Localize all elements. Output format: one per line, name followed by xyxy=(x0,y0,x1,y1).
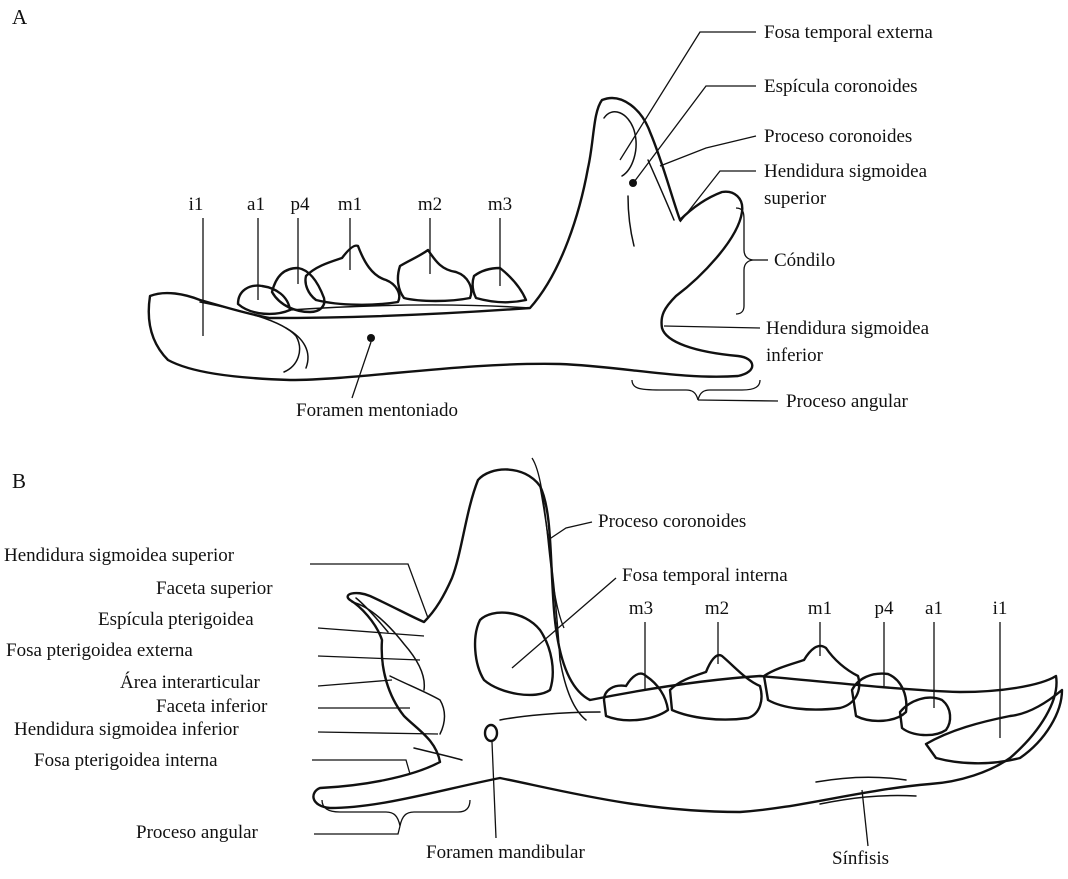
leader-sinfisis xyxy=(862,790,868,846)
label-hendidura-superior-b: Hendidura sigmoidea superior xyxy=(4,545,235,566)
panel-b-tooth-label-m2: m2 xyxy=(705,598,729,619)
label-proceso-coronoides-b: Proceso coronoides xyxy=(598,511,746,532)
leader-hendidura-superior-a xyxy=(680,171,756,222)
label-hendidura-inferior-a-l2: inferior xyxy=(766,345,824,366)
panel-b-symphysis-line-1 xyxy=(816,777,906,782)
label-hendidura-superior-a-l1: Hendidura sigmoidea xyxy=(764,161,928,182)
leader-proceso-coronoides xyxy=(660,136,756,166)
panel-b-symphysis-line-2 xyxy=(820,795,916,804)
panel-a-tooth-label-i1: i1 xyxy=(189,194,204,215)
label-proceso-coronoides: Proceso coronoides xyxy=(764,126,912,147)
label-hendidura-superior-a-l2: superior xyxy=(764,188,827,209)
panel-b: B xyxy=(4,458,1062,869)
label-proceso-angular-b: Proceso angular xyxy=(136,822,259,843)
panel-a: A i1 a1 xyxy=(12,5,933,421)
label-proceso-angular-a: Proceso angular xyxy=(786,391,909,412)
leader-espicula-pterigoidea xyxy=(318,628,424,636)
panel-b-tooth-i1 xyxy=(926,690,1062,763)
panel-b-tooth-m3 xyxy=(604,674,668,721)
panel-b-tooth-label-m1: m1 xyxy=(808,598,832,619)
panel-a-fossa-line xyxy=(628,196,634,246)
panel-b-teeth xyxy=(604,646,1062,763)
panel-b-temporal-fossa xyxy=(475,613,553,695)
panel-b-tooth-label-m3: m3 xyxy=(629,598,653,619)
panel-a-tooth-m3 xyxy=(473,268,526,302)
leader-foramen-mandibular xyxy=(492,742,496,838)
panel-a-mandible xyxy=(149,98,752,380)
panel-a-tooth-m1 xyxy=(305,246,399,305)
panel-a-tooth-m2 xyxy=(398,250,471,301)
panel-b-ramus-line xyxy=(540,486,586,720)
label-faceta-inferior: Faceta inferior xyxy=(156,696,268,717)
leader-foramen-mentoniado xyxy=(352,342,371,398)
label-area-interarticular: Área interarticular xyxy=(120,671,260,693)
leader-espicula-coronoides xyxy=(634,86,756,182)
label-condilo: Cóndilo xyxy=(774,250,835,271)
label-fosa-pterigoidea-interna: Fosa pterigoidea interna xyxy=(34,750,218,771)
panel-a-tooth-label-p4: p4 xyxy=(291,194,311,215)
label-faceta-superior: Faceta superior xyxy=(156,578,273,599)
label-foramen-mentoniado: Foramen mentoniado xyxy=(296,400,458,421)
label-fosa-pterigoidea-externa: Fosa pterigoidea externa xyxy=(6,640,193,661)
leader-hendidura-inferior-b xyxy=(318,732,438,734)
panel-a-tooth-label-m3: m3 xyxy=(488,194,512,215)
panel-a-coronoid-inner xyxy=(604,112,636,176)
label-hendidura-inferior-a-l1: Hendidura sigmoidea xyxy=(766,318,930,339)
leader-proceso-angular-a xyxy=(698,400,778,401)
panel-b-tooth-m2 xyxy=(670,655,762,719)
panel-a-incisor-curve-2 xyxy=(286,328,308,368)
label-fosa-temporal-externa: Fosa temporal externa xyxy=(764,22,933,43)
panel-a-letter: A xyxy=(12,5,28,29)
panel-a-tooth-labels: i1 a1 p4 m1 m2 m3 xyxy=(189,194,513,336)
panel-a-tooth-a1 xyxy=(238,286,290,314)
panel-b-tooth-p4 xyxy=(852,674,906,721)
panel-b-condyle-inner xyxy=(352,602,424,690)
panel-b-letter: B xyxy=(12,469,26,493)
leader-proceso-angular-b xyxy=(314,826,400,834)
leader-hendidura-inferior-a xyxy=(664,326,760,328)
label-fosa-temporal-interna: Fosa temporal interna xyxy=(622,565,788,586)
panel-a-gumline xyxy=(290,305,530,310)
panel-a-mandible-outline xyxy=(149,98,752,380)
leader-area-interarticular xyxy=(318,680,392,686)
label-espicula-coronoides: Espícula coronoides xyxy=(764,76,918,97)
label-hendidura-inferior-b: Hendidura sigmoidea inferior xyxy=(14,719,239,740)
panel-a-tooth-label-m2: m2 xyxy=(418,194,442,215)
leader-proceso-coronoides-b xyxy=(532,458,592,628)
bracket-proceso-angular-a xyxy=(632,380,760,400)
label-foramen-mandibular: Foramen mandibular xyxy=(426,842,585,863)
panel-b-tooth-label-a1: a1 xyxy=(925,598,943,619)
leader-fosa-pterigoidea-externa xyxy=(318,656,420,660)
label-espicula-pterigoidea: Espícula pterigoidea xyxy=(98,609,254,630)
panel-a-tooth-label-m1: m1 xyxy=(338,194,362,215)
bracket-proceso-angular-b xyxy=(322,800,470,826)
leader-fosa-pterigoidea-interna xyxy=(312,760,410,774)
panel-a-teeth xyxy=(238,246,530,314)
panel-b-tooth-label-i1: i1 xyxy=(993,598,1008,619)
label-sinfisis: Sínfisis xyxy=(832,848,889,869)
panel-b-facet-line xyxy=(390,676,445,734)
panel-a-tooth-label-a1: a1 xyxy=(247,194,265,215)
panel-a-mental-foramen xyxy=(367,334,375,342)
panel-a-structure-labels: Fosa temporal externa Espícula coronoide… xyxy=(296,22,933,421)
panel-b-structure-labels: Proceso coronoides Hendidura sigmoidea s… xyxy=(4,458,889,869)
panel-b-mandibular-foramen xyxy=(485,725,497,741)
leader-fosa-temporal-interna xyxy=(512,578,616,668)
panel-b-tooth-label-p4: p4 xyxy=(875,598,895,619)
